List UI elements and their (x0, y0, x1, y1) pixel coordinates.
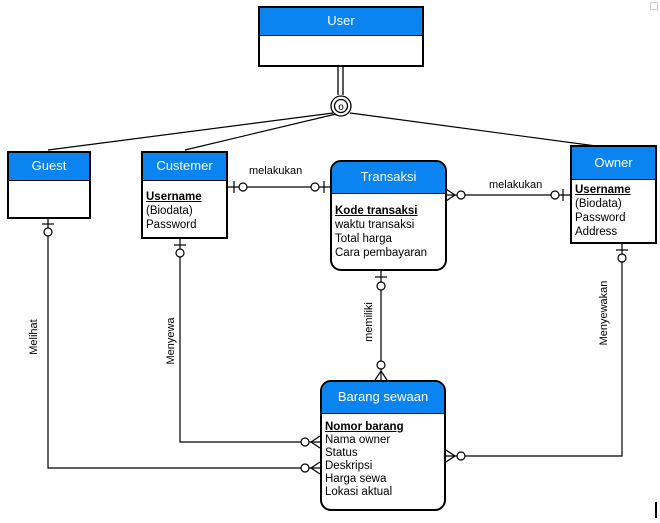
disjoint-symbol-text: o (338, 102, 344, 113)
entity-attribute: waktu transaksi (335, 219, 415, 231)
rel-label-owner-barang: Menyewakan (598, 280, 610, 346)
barang-guest-crowfoot (309, 461, 321, 475)
entity-guest[interactable]: Guest (7, 151, 91, 219)
customer-side-circle (238, 182, 248, 192)
primary-key-attribute: Nomor barang (325, 421, 404, 433)
disjoint-circle-inner (333, 98, 349, 114)
entity-attribute: Nama owner (325, 434, 391, 446)
primary-key-attribute: Username (146, 191, 202, 203)
canvas-corner-handle-icon (650, 2, 658, 10)
owner-bottom-circle (617, 253, 627, 263)
rel-label-customer-transaksi: melakukan (249, 165, 303, 177)
transaksi-right-circle (456, 190, 466, 200)
rel-label-guest-barang: Melihat (28, 319, 40, 355)
entity-attribute: Total harga (335, 233, 392, 245)
primary-key-attribute: Kode transaksi (335, 205, 418, 217)
inherit-to-guest (47, 112, 334, 151)
entity-customer-title: Custemer (143, 153, 226, 181)
entity-guest-title: Guest (9, 153, 89, 181)
entity-attribute: Address (575, 226, 618, 238)
transaksi-bottom-circle (376, 281, 386, 291)
guest-bottom-circle (43, 227, 53, 237)
entity-attribute: Password (146, 219, 197, 231)
barang-top-crowfoot (374, 369, 388, 381)
text-cursor-icon (655, 502, 657, 518)
guest-barang-line (47, 219, 320, 469)
barang-owner-circle (456, 451, 466, 461)
inherit-to-customer (184, 113, 337, 151)
entity-customer-attributes: Username (Biodata) Password (143, 181, 226, 234)
entity-attribute: Deskripsi (325, 460, 373, 472)
inherit-to-owner (349, 112, 612, 149)
barang-customer-crowfoot (309, 435, 321, 449)
owner-left-circle (550, 190, 560, 200)
entity-attribute: Status (325, 447, 358, 459)
entity-attribute: Password (575, 212, 626, 224)
primary-key-attribute: Username (575, 184, 631, 196)
customer-bottom-circle (175, 248, 185, 258)
rel-label-transaksi-owner: melakukan (489, 179, 543, 191)
rel-label-transaksi-barang: memiliki (363, 302, 375, 342)
barang-top-circle (376, 360, 386, 370)
barang-owner-crowfoot (445, 449, 457, 463)
customer-barang-line (179, 239, 320, 443)
entity-attribute: (Biodata) (146, 205, 193, 217)
transaksi-left-circle (310, 182, 320, 192)
entity-attribute: Harga sewa (325, 473, 387, 485)
entity-user[interactable]: User (258, 6, 424, 67)
entity-user-title: User (260, 8, 422, 36)
barang-customer-circle (300, 437, 310, 447)
entity-customer[interactable]: Custemer Username (Biodata) Password (141, 151, 228, 239)
entity-attribute: Cara pembayaran (335, 247, 428, 259)
rel-label-customer-barang: Menyewa (165, 317, 177, 365)
transaksi-right-crowfoot (445, 188, 457, 202)
entity-transaksi-title: Transaksi (332, 162, 445, 194)
entity-attribute: (Biodata) (575, 198, 622, 210)
entity-owner-title: Owner (572, 147, 655, 180)
barang-guest-circle (300, 463, 310, 473)
owner-barang-line (446, 244, 623, 457)
entity-barang-title: Barang sewaan (322, 382, 444, 414)
entity-attribute: Lokasi aktual (325, 486, 393, 498)
